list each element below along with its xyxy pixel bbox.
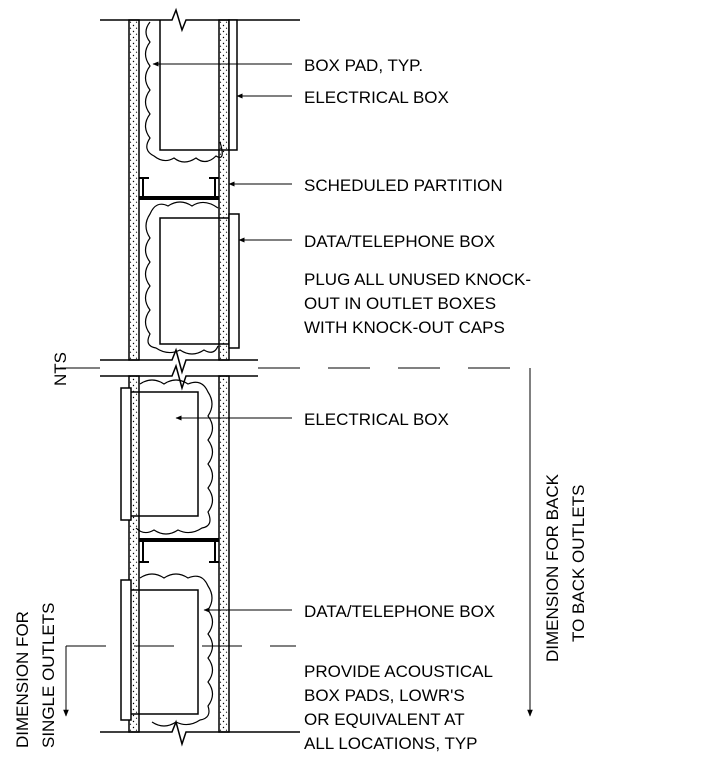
label-dimension-back-line-2: TO BACK OUTLETS [569, 485, 588, 642]
leader-lines [152, 61, 292, 613]
label-provide-line-2: BOX PADS, LOWR'S [304, 686, 465, 705]
label-dimension-single-line-2: SINGLE OUTLETS [39, 603, 58, 748]
electrical-box-lower [120, 387, 199, 521]
label-provide-line-1: PROVIDE ACOUSTICAL [304, 662, 493, 681]
label-box-pad: BOX PAD, TYP. [304, 56, 423, 75]
box-pad-upper [144, 21, 223, 163]
label-dimension-back-line-1: DIMENSION FOR BACK [543, 473, 562, 662]
label-electrical-box-lower: ELECTRICAL BOX [304, 410, 449, 429]
box-pad-upper-2 [144, 201, 219, 355]
steel-stud-lower [139, 538, 219, 563]
label-electrical-box-upper: ELECTRICAL BOX [304, 88, 449, 107]
label-provide-line-3: OR EQUIVALENT AT [304, 710, 465, 729]
steel-stud-upper [139, 177, 219, 200]
box-pad-lower [135, 379, 214, 535]
label-dimension-single-line-1: DIMENSION FOR [13, 611, 32, 748]
label-plug-line-3: WITH KNOCK-OUT CAPS [304, 318, 505, 337]
label-provide-line-4: ALL LOCATIONS, TYP [304, 734, 478, 753]
electrical-box-upper [159, 19, 238, 151]
label-plug-line-1: PLUG ALL UNUSED KNOCK- [304, 270, 531, 289]
label-data-telephone-box-upper: DATA/TELEPHONE BOX [304, 232, 495, 251]
data-telephone-box-upper [159, 213, 240, 349]
dimension-single [63, 645, 296, 717]
break-line-bottom [100, 719, 300, 747]
label-plug-line-2: OUT IN OUTLET BOXES [304, 294, 496, 313]
data-telephone-box-lower [120, 579, 199, 721]
dimension-back-to-back [60, 367, 533, 717]
label-data-telephone-box-lower: DATA/TELEPHONE BOX [304, 602, 495, 621]
label-nts: NTS [51, 352, 70, 386]
box-pad-lower-2 [139, 573, 214, 727]
break-line-mid [100, 347, 258, 391]
label-scheduled-partition: SCHEDULED PARTITION [304, 176, 503, 195]
